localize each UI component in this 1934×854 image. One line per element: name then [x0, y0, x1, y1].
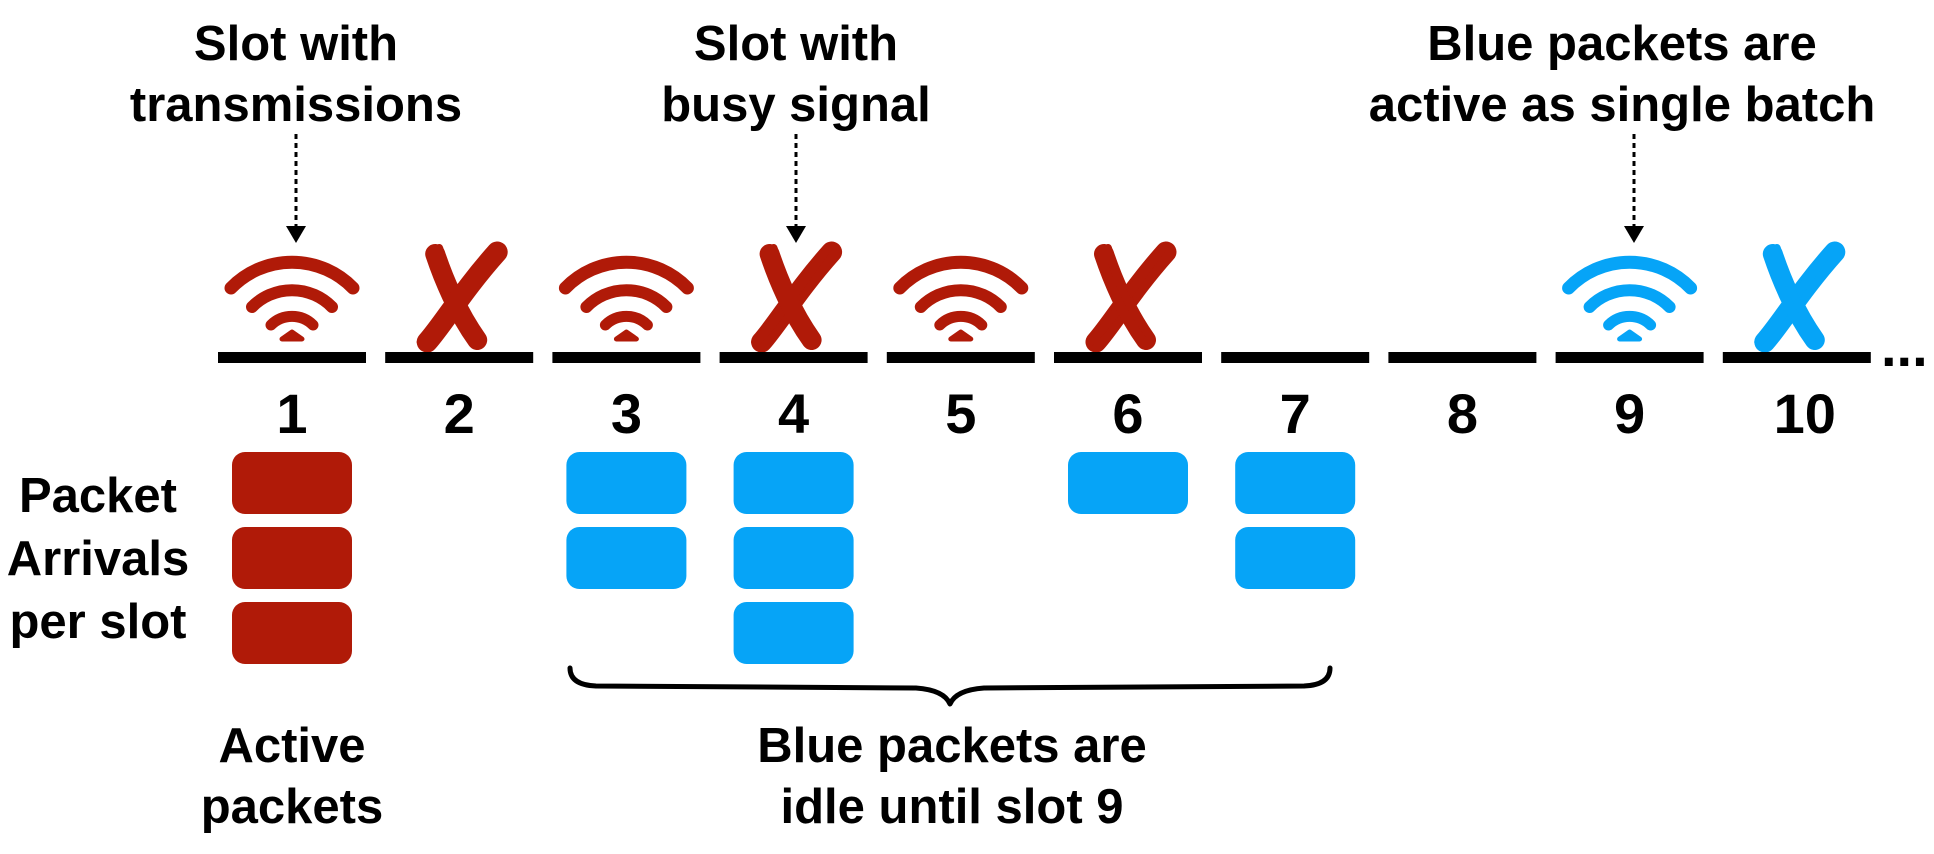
- annotation-busy-line1: Slot with: [694, 17, 898, 71]
- timeline-slot-bar: [385, 352, 534, 363]
- annotation-transmissions-line1: Slot with: [194, 17, 398, 71]
- slot-signals: [231, 248, 1835, 342]
- timeline-slot-bar: [218, 352, 366, 363]
- dotted-arrow-icon: [1624, 134, 1644, 243]
- slot-number: 3: [611, 382, 642, 445]
- slot-number: 2: [444, 382, 475, 445]
- cross-icon: [1090, 248, 1166, 342]
- slot-number: 1: [276, 382, 307, 445]
- cross-icon: [756, 248, 832, 342]
- timeline-slot-bar: [1555, 352, 1704, 363]
- timeline-slot-bar: [1388, 352, 1537, 363]
- cross-icon: [421, 248, 497, 342]
- timeline: [218, 352, 1871, 363]
- annotation-busy-line2: busy signal: [661, 78, 931, 132]
- annotation-batch-line2: active as single batch: [1369, 78, 1876, 132]
- dotted-arrow-icon: [786, 134, 806, 243]
- timeline-slot-bar: [1221, 352, 1370, 363]
- slot-number: 6: [1112, 382, 1143, 445]
- idle-packet: [566, 527, 687, 589]
- label-idle-line2: idle until slot 9: [780, 780, 1123, 834]
- slot-number: 10: [1774, 382, 1836, 445]
- active-packet: [232, 452, 352, 514]
- timeline-slot-bar: [886, 352, 1035, 363]
- idle-packet: [733, 602, 854, 664]
- slot-number: 4: [778, 382, 809, 445]
- label-arrivals-line1: Packet: [19, 469, 177, 523]
- wifi-icon: [1569, 262, 1691, 339]
- dotted-arrow-icon: [286, 134, 306, 243]
- label-arrivals-line3: per slot: [10, 595, 187, 649]
- annotation-transmissions-line2: transmissions: [130, 78, 462, 132]
- wifi-icon: [900, 262, 1022, 339]
- slot-number: 9: [1614, 382, 1645, 445]
- wifi-icon: [231, 262, 353, 339]
- label-active-line2: packets: [201, 780, 384, 834]
- active-packet: [232, 602, 352, 664]
- idle-packet: [733, 527, 854, 589]
- cross-icon: [1759, 248, 1835, 342]
- timeline-slot-bar: [552, 352, 701, 363]
- timeline-ellipsis: ...: [1881, 315, 1928, 378]
- label-arrivals-line2: Arrivals: [7, 532, 190, 586]
- idle-packet: [1235, 452, 1356, 514]
- idle-packet: [1068, 452, 1188, 514]
- slot-number: 5: [945, 382, 976, 445]
- label-idle-line1: Blue packets are: [757, 719, 1147, 773]
- packet-arrivals: [232, 452, 1356, 664]
- idle-packet: [733, 452, 854, 514]
- timeline-slot-bar: [1722, 352, 1871, 363]
- slot-numbers: 1 2 3 4 5 6 7 8 9 10: [276, 382, 1836, 445]
- slot-number: 7: [1280, 382, 1311, 445]
- timeline-slot-bar: [719, 352, 868, 363]
- wifi-icon: [565, 262, 687, 339]
- active-packet: [232, 527, 352, 589]
- curly-brace-icon: [567, 665, 1333, 707]
- idle-packet: [566, 452, 687, 514]
- timeline-slot-bar: [1054, 352, 1202, 363]
- idle-packet: [1235, 527, 1356, 589]
- label-active-line1: Active: [218, 719, 365, 773]
- annotation-batch-line1: Blue packets are: [1427, 17, 1817, 71]
- slot-number: 8: [1447, 382, 1478, 445]
